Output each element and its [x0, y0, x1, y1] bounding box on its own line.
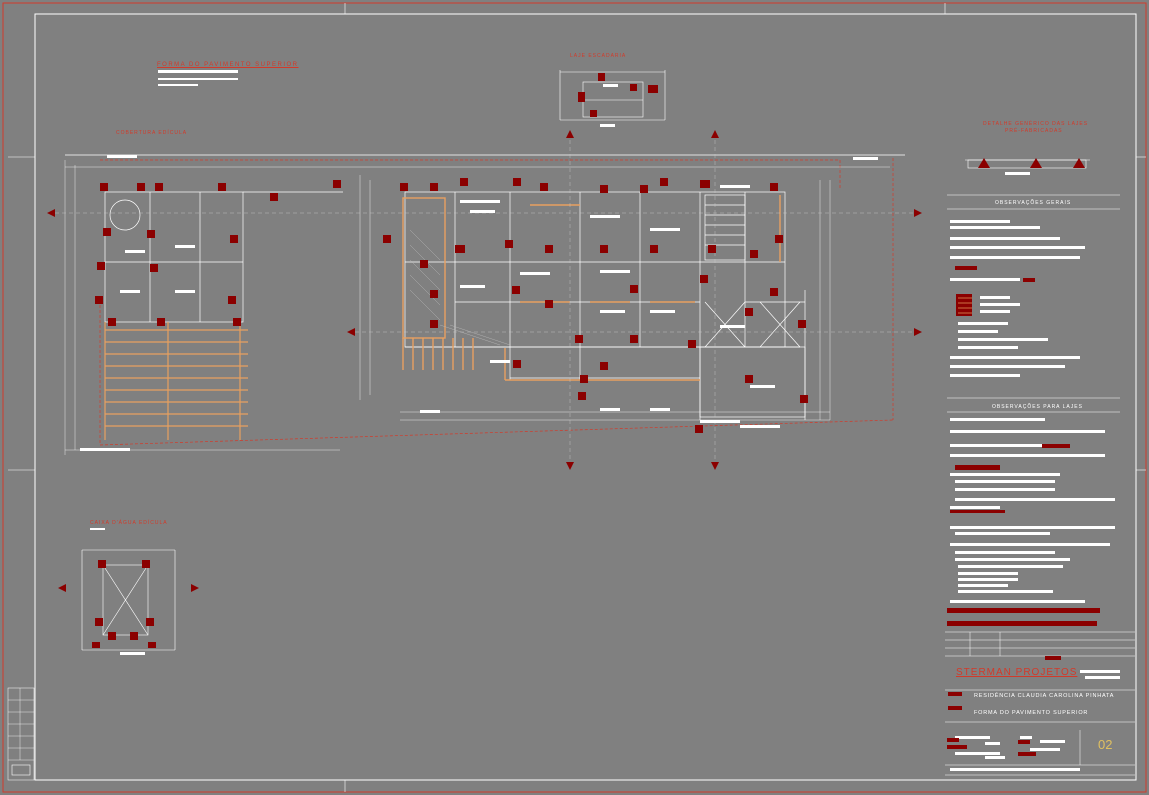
slab-detail: [965, 158, 1090, 175]
notes-panel: [947, 194, 1120, 626]
dimension-labels: [80, 70, 878, 451]
water-tank-plan: [81, 549, 176, 651]
general-notes-header: OBSERVAÇÕES GERAIS: [995, 200, 1072, 206]
edicula-plan-title: COBERTURA EDÍCULA: [116, 130, 188, 136]
columns: [95, 178, 808, 433]
axis-markers: [47, 130, 922, 592]
inner-frame: [34, 13, 1137, 781]
revision-table: [7, 687, 35, 781]
main-plan-title: FORMA DO PAVIMENTO SUPERIOR: [157, 62, 299, 68]
stair-plan-title: LAJE ESCADARIA: [570, 53, 627, 59]
drawing-name: FORMA DO PAVIMENTO SUPERIOR: [974, 710, 1089, 716]
sheet-number: 02: [1098, 737, 1113, 752]
detail-title: DETALHE GENÉRICO DAS LAJES: [983, 121, 1089, 127]
title-block: [945, 631, 1135, 776]
client-name: RESIDÊNCIA CLAUDIA CAROLINA PINHATA: [974, 693, 1115, 699]
detail-subtitle: PRÉ-FABRICADAS: [1005, 128, 1063, 134]
stair-slab-plan: [559, 70, 666, 121]
water-tank-title: CAIXA D'ÁGUA EDÍCULA: [90, 520, 168, 526]
company-name: STERMAN PROJETOS: [956, 667, 1078, 678]
main-floor-plan: [55, 140, 915, 465]
slab-notes-header: OBSERVAÇÕES PARA LAJES: [992, 404, 1083, 410]
